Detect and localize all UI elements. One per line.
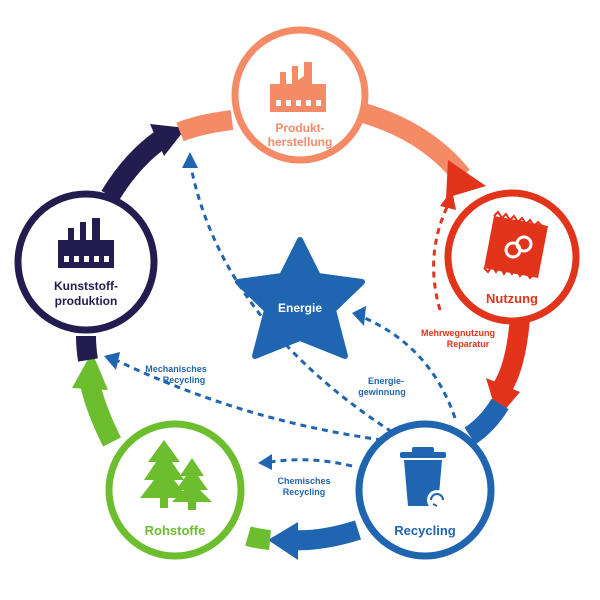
flow-energiegewinnung [359,314,457,419]
kunststoffproduktion-label-2: produktion [55,294,118,308]
mehrwegnutzung-label-1: Mehrwegnutzung [421,328,495,338]
produktherstellung-label-2: herstellung [268,135,333,149]
arc-rohstoffe-kunststoff-dark [76,335,98,362]
flow-mehrwegnutzung [432,204,450,311]
arrowhead-nutzung [446,160,486,198]
chemisches-label-2: Recycling [283,487,326,497]
arc-kunststoff-produktherstellung-orange [176,110,234,142]
flow-mechanisches-produkt-head [182,152,198,168]
energie-star: Energie [235,237,365,359]
flow-chemisches-head [258,454,272,470]
arc-produktherstellung-nutzung [357,102,470,183]
recycling-label: Recycling [394,523,455,538]
arc-recycling-rohstoffe [289,520,362,551]
flow-mechanisches-head [104,352,120,370]
arc-nutzung-recycling-blue [464,398,509,445]
flow-mechanisches [115,358,383,442]
arrowhead-rohstoffe [268,522,298,560]
flow-chemisches [269,458,353,468]
recycling-bin-icon [400,447,447,510]
rohstoffe-label: Rohstoffe [145,523,206,538]
node-kunststoffproduktion: Kunststoff- produktion [14,190,158,334]
node-rohstoffe: Rohstoffe [105,420,245,560]
snack-bag-icon [483,210,548,280]
energiegewinnung-label-2: gewinnung [358,387,406,397]
cycle-arcs [72,102,530,560]
node-nutzung: Nutzung [444,189,580,325]
produktherstellung-label-1: Produkt- [275,121,324,135]
chemisches-label-1: Chemisches [277,476,330,486]
energie-label: Energie [278,301,322,315]
trees-icon [140,440,212,510]
arrowhead-produktherstellung [150,124,186,156]
arrowhead-recycling [486,378,520,418]
mechanisches-label-2: Recycling [163,375,206,385]
energiegewinnung-label-1: Energie- [368,376,404,386]
mehrwegnutzung-label-2: Reparatur [447,339,490,349]
factory-icon [270,62,326,112]
arc-nutzung-recycling [493,317,530,394]
arc-rohstoffe-kunststoff [80,381,121,447]
flow-mehrwegnutzung-head [440,190,456,210]
flow-energiegewinnung-head [352,306,366,326]
factory-icon [58,218,114,268]
dashed-flows [104,152,457,470]
nutzung-label: Nutzung [486,291,538,306]
arc-kunststoff-produktherstellung [101,131,166,202]
node-produktherstellung: Produkt- herstellung [231,26,369,164]
arc-recycling-rohstoffe-green [245,526,271,550]
mechanisches-label-1: Mechanisches [145,364,207,374]
node-recycling: Recycling [355,420,495,560]
kunststoffproduktion-label-1: Kunststoff- [54,279,118,293]
arrowhead-kunststoff [72,352,108,390]
